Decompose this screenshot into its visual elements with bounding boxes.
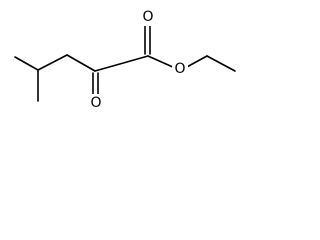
- bond-ester-oxygen-to-ethyl-ch2: [184, 55, 208, 69]
- bond-ch-to-ch2: [37, 54, 68, 71]
- ketone-oxygen-label: O: [90, 95, 101, 111]
- bond-ch2-to-ketone-carbon: [66, 54, 96, 72]
- ester-oxygen-bg: [172, 61, 188, 78]
- bond-ketone-carbon-to-ester-carbon: [94, 55, 149, 72]
- molecule-svg: O O O: [14, 8, 236, 112]
- ketone-oxygen-bg: [88, 94, 104, 112]
- structure-diagram: O O O: [0, 0, 250, 118]
- bond-ester-carbon-to-ester-oxygen: [147, 55, 176, 69]
- ester-carbonyl-oxygen-bg: [140, 8, 156, 26]
- bond-ethyl-ch2-to-methyl: [206, 55, 236, 72]
- bond-methyl-top-to-ch: [14, 56, 39, 71]
- ester-oxygen-label: O: [174, 61, 185, 77]
- ester-carbonyl-oxygen-label: O: [142, 9, 153, 25]
